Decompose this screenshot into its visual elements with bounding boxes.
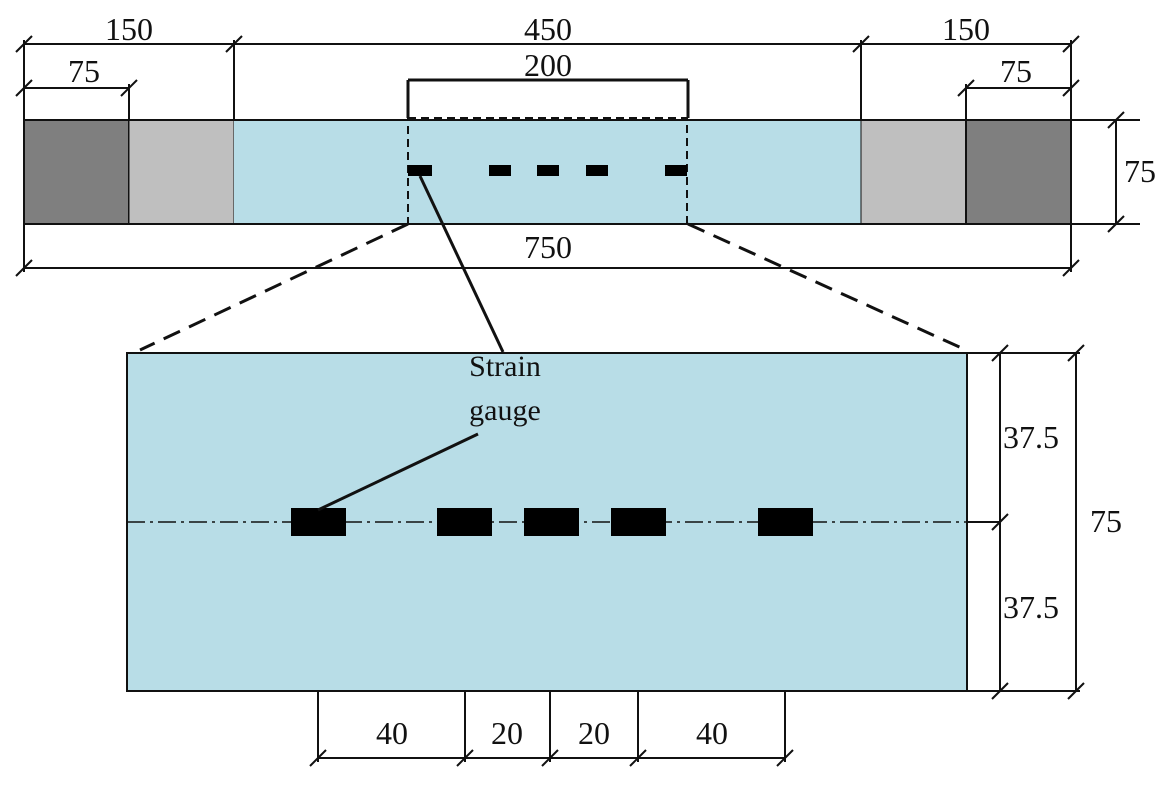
dim-grip-right-inner: 75: [1000, 53, 1032, 89]
strain-gauge: [758, 508, 813, 536]
detail-view: Strain gauge: [126, 175, 968, 692]
dim-middle: 450: [524, 11, 572, 47]
spacing-label: 40: [696, 715, 728, 751]
strain-gauge-small: [537, 165, 559, 176]
top-specimen: [23, 117, 1072, 225]
strain-gauge-label-line2: gauge: [469, 394, 541, 427]
strain-gauge-small: [489, 165, 511, 176]
spacing-label: 20: [578, 715, 610, 751]
strain-gauge: [291, 508, 346, 536]
dim-height-detail: 75: [1090, 503, 1122, 539]
dim-grip-left: 150: [105, 11, 153, 47]
leader-line-detail: [317, 432, 479, 512]
dim-lower-half: 37.5: [1003, 589, 1059, 625]
strain-gauge: [611, 508, 666, 536]
grip-right-inner: [860, 119, 967, 225]
dim-upper-half: 37.5: [1003, 419, 1059, 455]
dim-gauge-zone: 200: [524, 47, 572, 83]
strain-gauge-small: [408, 165, 432, 176]
grip-left-outer: [23, 119, 130, 225]
strain-gauge-label-line1: Strain: [469, 350, 541, 383]
strain-gauge-small: [586, 165, 608, 176]
top-dimensions: 150 450 150 75 75 200 75 750: [15, 11, 1156, 277]
strain-gauge-small: [665, 165, 687, 176]
grip-right-outer: [965, 119, 1072, 225]
spacing-label: 20: [491, 715, 523, 751]
detail-dimensions: 37.5 37.5 75 40 20 20 40: [309, 344, 1122, 767]
strain-gauge: [437, 508, 492, 536]
dim-grip-right: 150: [942, 11, 990, 47]
grip-left-inner: [128, 119, 235, 225]
strain-gauge: [524, 508, 579, 536]
dim-total: 750: [524, 229, 572, 265]
dim-grip-left-inner: 75: [68, 53, 100, 89]
dim-height-top: 75: [1124, 153, 1156, 189]
leader-line-top: [418, 175, 505, 353]
zoom-lines: [139, 222, 967, 352]
spacing-label: 40: [376, 715, 408, 751]
